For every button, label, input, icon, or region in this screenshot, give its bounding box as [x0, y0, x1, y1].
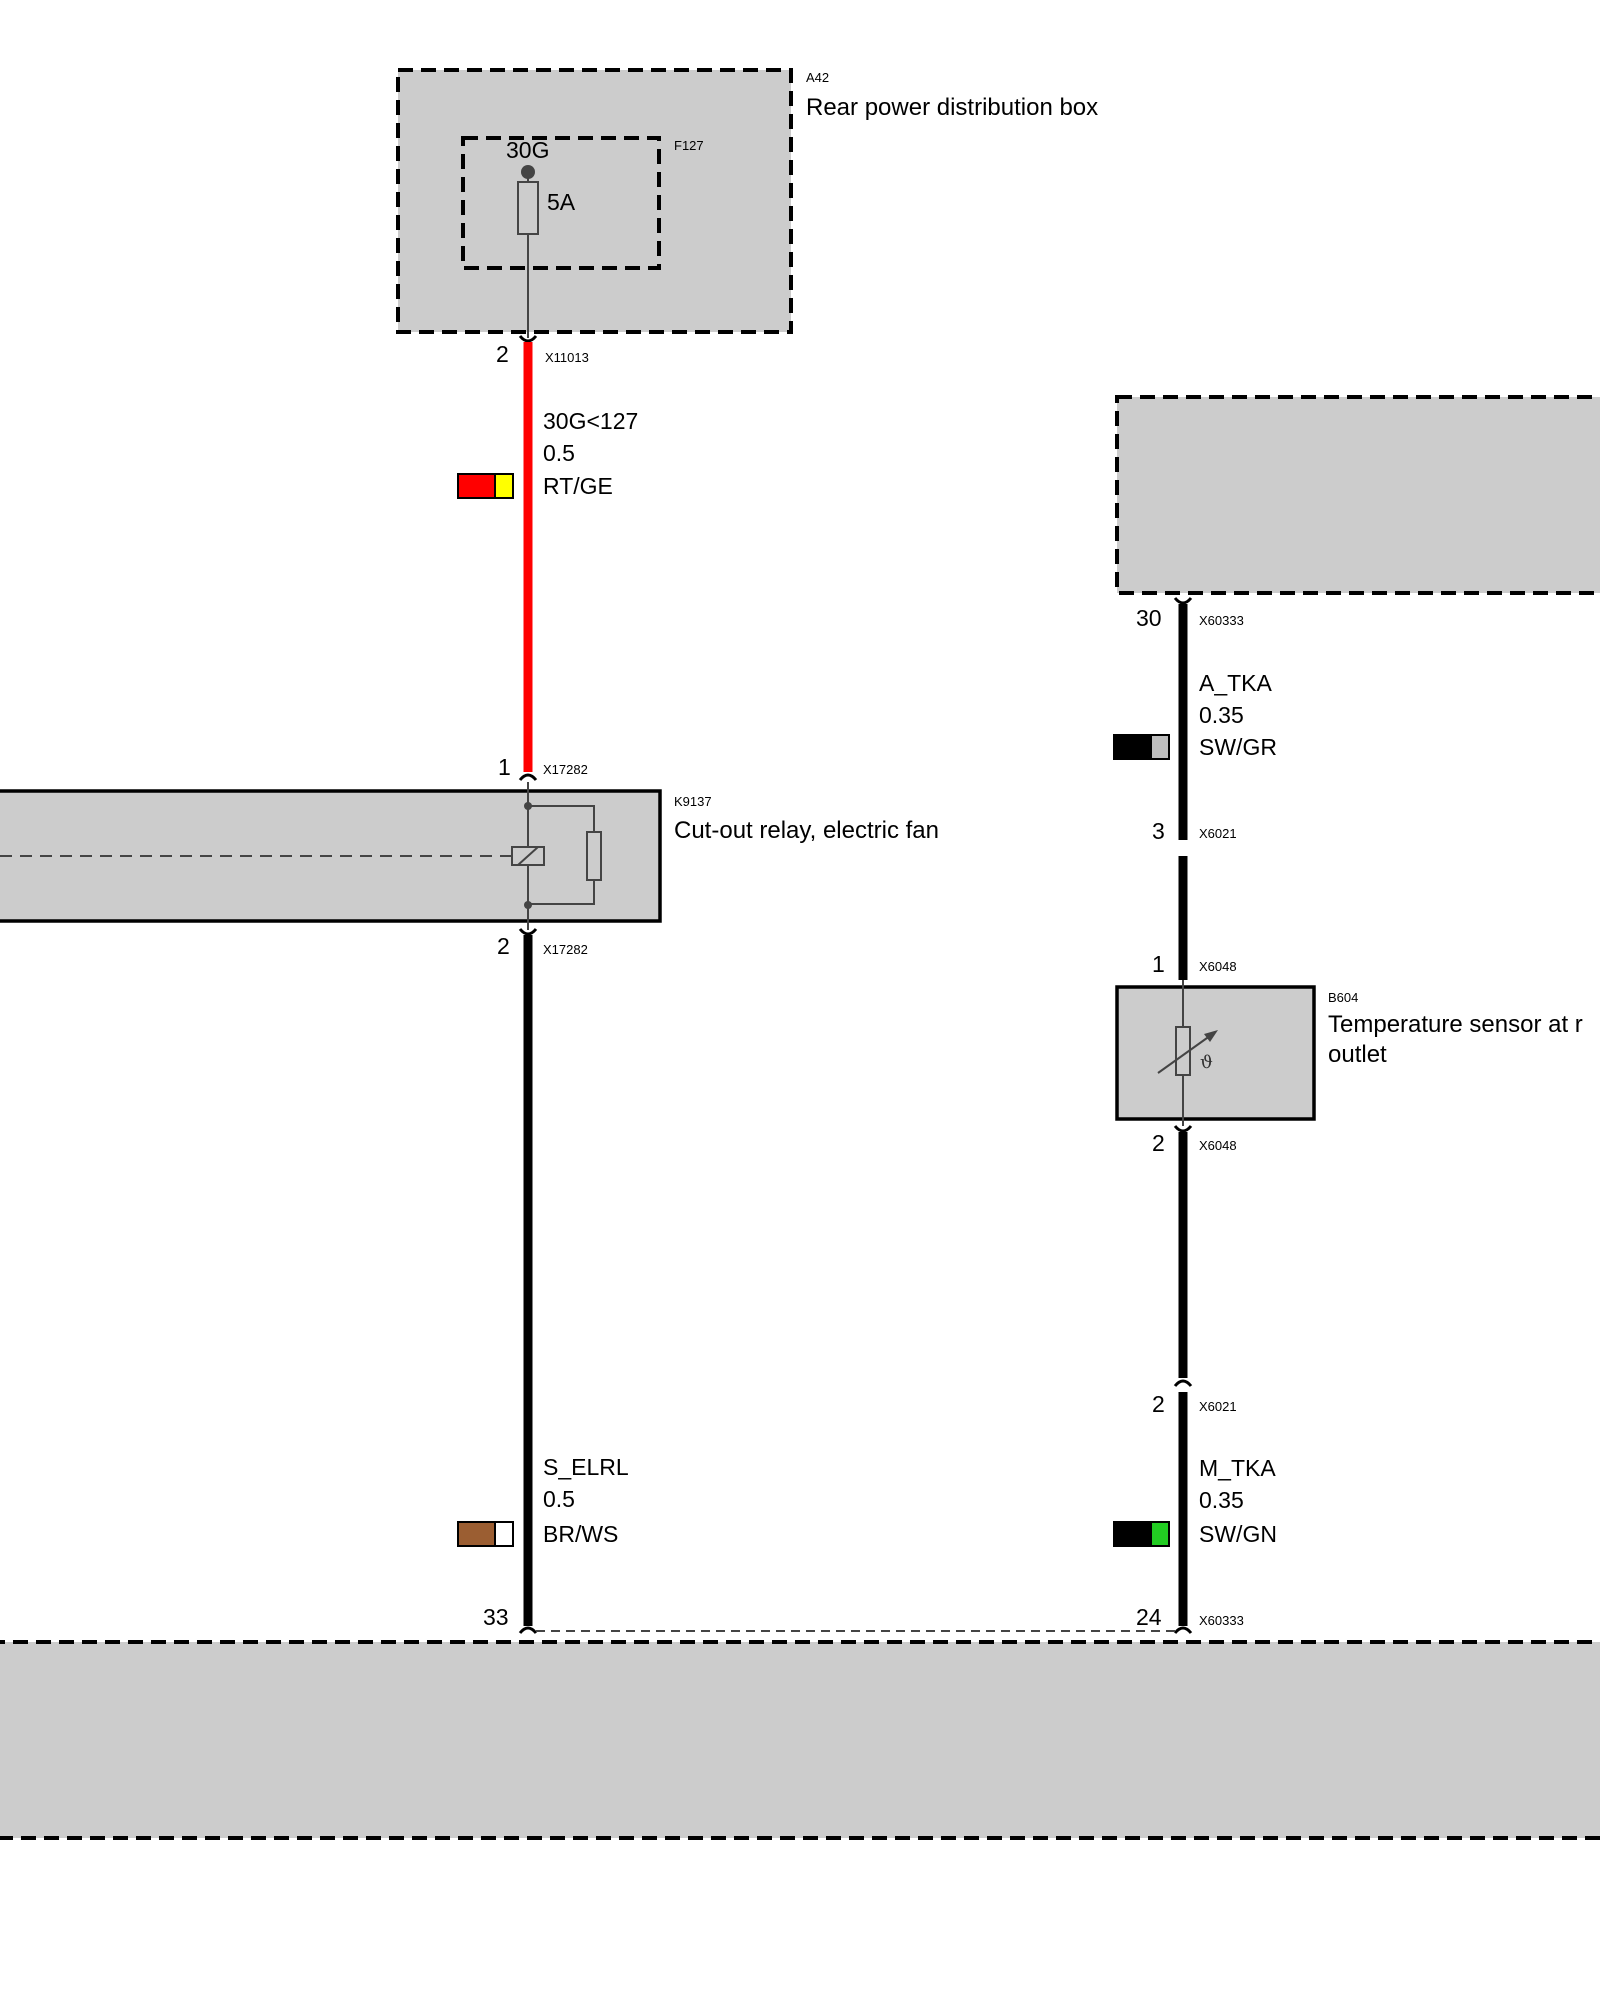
connector-id: X60333: [1199, 1613, 1244, 1628]
connector-x60333-top: 30 X60333: [1136, 597, 1244, 631]
connector-x6048-bottom: 2 X6048: [1152, 1125, 1237, 1156]
connector-fork-icon: [1173, 597, 1193, 605]
connector-id: X6048: [1199, 959, 1237, 974]
wire-color-code: SW/GN: [1199, 1521, 1277, 1547]
connector-fork-icon: [518, 335, 538, 343]
connector-fork-icon: [1173, 1125, 1193, 1133]
connector-id: X11013: [545, 350, 589, 365]
connector-x17282-bottom: 2 X17282: [497, 928, 588, 959]
pin-number: 30: [1136, 605, 1162, 631]
wire-a-tka: A_TKA 0.35 SW/GR: [1113, 604, 1277, 840]
wire-signal: 30G<127: [543, 408, 638, 434]
wire-color-swatch: [457, 1521, 514, 1547]
connector-id: X6021: [1199, 826, 1237, 841]
wire-color-code: BR/WS: [543, 1521, 618, 1547]
wire-m-tka-segment: [1173, 1132, 1193, 1387]
pin-number: 2: [497, 933, 510, 959]
connector-id: X6048: [1199, 1138, 1237, 1153]
k9137-id: K9137: [674, 794, 712, 809]
wire-signal: A_TKA: [1199, 670, 1273, 696]
component-bottom: [0, 1640, 1600, 1840]
wire-gauge: 0.35: [1199, 702, 1244, 728]
pin-number: 24: [1136, 1604, 1162, 1630]
connector-x60333-left: 33: [483, 1604, 538, 1634]
connector-x60333-right: 24 X60333: [1136, 1604, 1244, 1634]
connector-x6048-top: 1 X6048: [1152, 951, 1237, 977]
pin-number: 1: [498, 754, 511, 780]
pin-number: 2: [1152, 1130, 1165, 1156]
pin-number: 2: [496, 341, 509, 367]
pin-number: 2: [1152, 1391, 1165, 1417]
f127-id: F127: [674, 138, 704, 153]
wire-gauge: 0.5: [543, 440, 575, 466]
wire-color-code: SW/GR: [1199, 734, 1277, 760]
connector-id: X6021: [1199, 1399, 1237, 1414]
connector-x11013: 2 X11013: [496, 335, 589, 367]
wire-signal: M_TKA: [1199, 1455, 1276, 1481]
wire-signal: S_ELRL: [543, 1454, 629, 1480]
connector-fork-icon: [518, 773, 538, 781]
wire-color-swatch: [1113, 1521, 1170, 1547]
wire-gauge: 0.5: [543, 1486, 575, 1512]
connector-fork-icon: [518, 928, 538, 936]
wire-m-tka: M_TKA 0.35 SW/GN: [1113, 1392, 1277, 1626]
component-b604: B604 Temperature sensor at r outlet ϑ: [1115, 980, 1583, 1126]
k9137-name: Cut-out relay, electric fan: [674, 817, 939, 844]
pin-number: 1: [1152, 951, 1165, 977]
wire-30g-127: 30G<127 0.5 RT/GE: [457, 342, 638, 772]
connector-id: X17282: [543, 762, 588, 777]
connector-fork-icon: [1173, 1626, 1193, 1634]
connector-x6021-bottom: 2 X6021: [1152, 1391, 1237, 1417]
connector-fork-icon: [1173, 1379, 1193, 1387]
pin-number: 3: [1152, 818, 1165, 844]
a42-id: A42: [806, 70, 829, 85]
f127-rating: 5A: [547, 189, 576, 215]
component-a42: A42 Rear power distribution box F127 30G…: [396, 68, 1098, 338]
connector-fork-icon: [518, 1626, 538, 1634]
connector-x17282-top: 1 X17282: [498, 754, 588, 781]
b604-name-line1: Temperature sensor at r: [1328, 1011, 1583, 1038]
connector-id: X60333: [1199, 613, 1244, 628]
wire-gauge: 0.35: [1199, 1487, 1244, 1513]
connector-id: X17282: [543, 942, 588, 957]
resistor-icon: [586, 831, 602, 881]
connector-x6021-top: 3 X6021: [1152, 818, 1237, 844]
b604-name-line2: outlet: [1328, 1041, 1387, 1068]
wire-color-code: RT/GE: [543, 473, 613, 499]
b604-id: B604: [1328, 990, 1358, 1005]
fuse-icon: [517, 181, 539, 235]
a42-name: Rear power distribution box: [806, 94, 1098, 121]
wire-s-elrl: S_ELRL 0.5 BR/WS: [457, 935, 629, 1626]
component-top-right: [1115, 395, 1600, 595]
pin-number: 33: [483, 1604, 509, 1630]
f127-terminal: 30G: [506, 137, 549, 163]
wire-color-swatch: [1113, 734, 1170, 760]
component-k9137: K9137 Cut-out relay, electric fan: [0, 782, 939, 930]
theta-symbol: ϑ: [1200, 1052, 1213, 1073]
wire-color-swatch: [457, 473, 514, 499]
